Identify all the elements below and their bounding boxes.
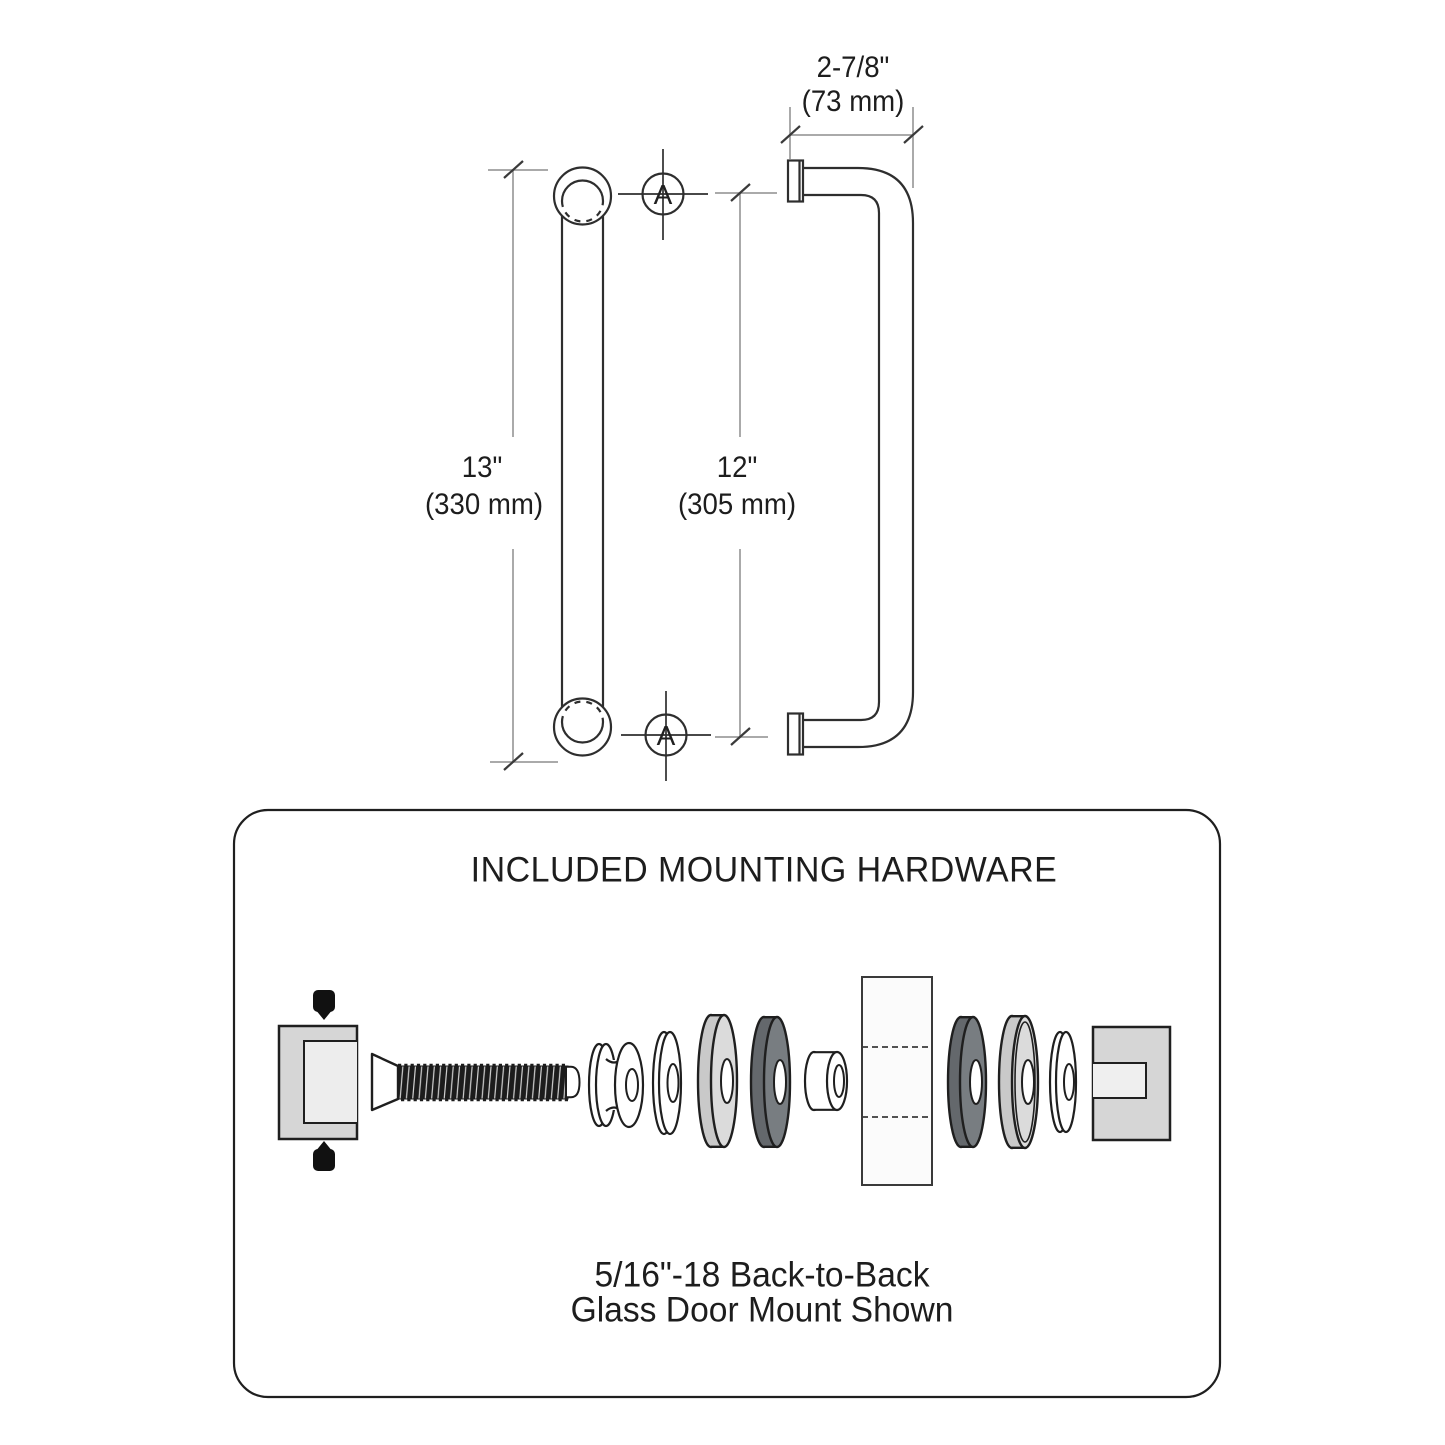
rubber-washer-left	[749, 1015, 792, 1149]
spacer-bushing	[803, 1050, 849, 1112]
mounting-plate-left	[277, 990, 359, 1171]
hardware-box-title: INCLUDED MOUNTING HARDWARE	[470, 850, 1058, 890]
front-view-pull	[552, 166, 613, 757]
glass-panel	[861, 976, 933, 1186]
dimension-center-to-center	[715, 183, 777, 746]
dimension-projection	[780, 107, 924, 188]
dim-projection-inches: 2-7/8"	[816, 51, 890, 84]
set-screw-top	[313, 990, 335, 1020]
dim-overall-inches: 13"	[461, 451, 503, 484]
set-screw-bottom	[313, 1141, 335, 1171]
hole-marker-top-label: A	[653, 179, 673, 210]
rubber-washer-right	[946, 1015, 988, 1149]
hardware-caption-line1: 5/16"-18 Back-to-Back	[594, 1255, 930, 1295]
dim-overall-mm: (330 mm)	[424, 488, 544, 521]
side-view-pull	[786, 159, 915, 756]
mounting-plate-right	[1091, 1025, 1172, 1142]
hole-marker-bottom-label: A	[656, 720, 676, 751]
flat-washer-right	[1048, 1030, 1078, 1134]
dimension-overall-length	[488, 160, 558, 771]
dim-projection-mm: (73 mm)	[801, 85, 905, 118]
hole-marker-bottom	[621, 691, 711, 781]
metal-washer-left	[696, 1013, 739, 1149]
dim-centers-mm: (305 mm)	[677, 488, 797, 521]
flat-head-screw	[370, 1052, 581, 1112]
shoulder-grommet	[587, 1041, 645, 1129]
hole-marker-top	[618, 149, 708, 240]
hardware-caption-line2: Glass Door Mount Shown	[570, 1290, 954, 1330]
exploded-hardware	[277, 976, 1172, 1186]
flat-washer-left	[651, 1030, 683, 1136]
dim-centers-inches: 12"	[716, 451, 758, 484]
metal-washer-right	[997, 1014, 1040, 1150]
